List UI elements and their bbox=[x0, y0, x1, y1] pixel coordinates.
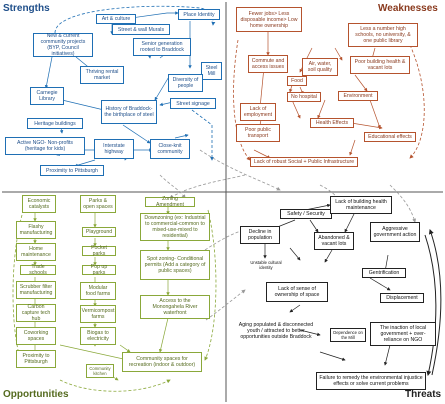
opportunity-spot-zoning: Spot zoning- Conditional permits (Add a … bbox=[140, 250, 210, 280]
opportunity-modular-food: Modular food farms bbox=[80, 282, 116, 300]
opportunity-community-kitchen: Community kitchen bbox=[86, 364, 114, 378]
strength-street-signage: Street signage bbox=[170, 98, 216, 109]
weakness-lack-infrastructure: Lack of robust Social + Public Infrastru… bbox=[250, 157, 358, 167]
opportunity-playground: Playground bbox=[82, 227, 116, 237]
opportunity-biogas: Biogas to electricity bbox=[80, 327, 116, 345]
opportunity-carbon-capture: Carbon capture tech hub bbox=[16, 304, 56, 322]
weakness-no-hospital: No hospital bbox=[287, 92, 321, 102]
strength-street-murals: Street & wall Murals bbox=[112, 24, 170, 35]
opportunity-parks: Parks & open spaces bbox=[80, 195, 116, 213]
strength-carnegie-library: Carnegie Library bbox=[30, 87, 64, 105]
opportunity-home-maintenance: Home maintenance bbox=[16, 243, 56, 261]
opportunity-economic-catalysts: Economic catalysts bbox=[22, 195, 56, 213]
threat-aging-population: Aging populated & disconnected youth / a… bbox=[238, 322, 314, 340]
opportunity-vermicompost: Vermicompost farms bbox=[80, 305, 116, 323]
strengths-title: Strengths bbox=[3, 3, 50, 14]
strength-heritage-buildings: Heritage buildings bbox=[27, 118, 83, 129]
opportunity-coworking: Coworking spaces bbox=[16, 327, 56, 345]
weakness-environment: Environment bbox=[338, 91, 378, 101]
threat-decline-population: Decline in population bbox=[240, 226, 280, 244]
threat-failure-remedy: Failure to remedy the environmental inju… bbox=[316, 372, 426, 390]
opportunities-title: Opportunities bbox=[3, 389, 69, 400]
threat-aggressive-gov: Aggressive government action bbox=[370, 222, 420, 242]
weakness-air-water: Air, water, soil quality bbox=[302, 58, 338, 76]
weakness-food: Food bbox=[287, 76, 307, 86]
strength-art-culture: Art & culture bbox=[96, 14, 136, 24]
threat-lack-ownership: Lack of sense of ownership of space bbox=[266, 282, 328, 302]
opportunity-scrubber: Scrubber filter manufacturing bbox=[16, 281, 56, 299]
weakness-poor-building: Poor building health & vacant lots bbox=[350, 56, 410, 74]
weakness-educational-effects: Educational effects bbox=[364, 132, 416, 142]
strength-community-projects: New & current community projects (BYP, C… bbox=[33, 33, 93, 57]
opportunity-proximity-pittsburgh: Proximity to Pittsburgh bbox=[16, 350, 56, 368]
opportunity-flashy-manufacturing: Flashy manufacturing bbox=[16, 221, 56, 239]
threat-lack-building: Lack of building health maintenance bbox=[330, 196, 392, 214]
weakness-fewer-jobs: Fewer jobs> Less disposable income> Low … bbox=[236, 7, 302, 32]
opportunity-access-waterfront: Access to the Monongahela River waterfro… bbox=[140, 295, 210, 319]
strength-history: History of Braddock- the birthplace of s… bbox=[101, 100, 157, 124]
strength-senior-generation: Senior generation rooted to Braddock bbox=[133, 38, 191, 56]
threat-safety: Safety / Security bbox=[280, 209, 332, 219]
strength-steel-mill: Steel Mill bbox=[201, 62, 222, 80]
strength-proximity-pittsburgh: Proximity to Pittsburgh bbox=[40, 165, 104, 176]
strength-place-identity: Place Identity bbox=[178, 9, 220, 20]
threat-inaction-gov: The inaction of local government + over-… bbox=[370, 322, 436, 346]
threat-dependence-mill: Dependence on the Mill bbox=[330, 328, 366, 342]
opportunity-community-spaces: Community spaces for recreation (indoor … bbox=[122, 352, 202, 372]
weakness-health-effects: Health Effects bbox=[310, 118, 354, 128]
threats-title: Threats bbox=[405, 389, 442, 400]
strength-thriving-rental: Thriving rental market bbox=[80, 66, 124, 84]
opportunity-zoning: Zoning Amendment bbox=[145, 196, 195, 208]
strength-diversity: Diversity of people bbox=[168, 74, 203, 92]
threat-unstable-identity: Unstable cultural identity bbox=[250, 260, 282, 270]
threat-abandoned: Abandoned & vacant lots bbox=[314, 232, 354, 250]
strength-active-ngo: Active NGO- Non-profits (heritage for ki… bbox=[5, 137, 85, 155]
weakness-poor-public-transport: Poor public transport bbox=[236, 124, 280, 142]
threat-displacement: Displacement bbox=[380, 293, 424, 303]
weakness-lack-employment: Lack of employment bbox=[240, 103, 276, 121]
opportunity-popup-parks: Pop up parks bbox=[82, 264, 116, 276]
weakness-commute: Commute and access issues bbox=[248, 55, 288, 73]
opportunity-pocket-parks: Pocket parks bbox=[82, 245, 116, 257]
weakness-less-schools: Less a number high schools, no universit… bbox=[348, 23, 418, 47]
strength-close-knit: Close-knit community bbox=[150, 139, 190, 159]
strength-interstate-highway: Interstate highway bbox=[94, 139, 134, 159]
opportunity-downzoning: Downzoning (ex: Industrial to commercial… bbox=[140, 213, 210, 241]
threat-gentrification: Gentrification bbox=[362, 268, 406, 278]
weaknesses-title: Weaknesses bbox=[378, 3, 438, 14]
opportunity-trade-schools: Trade schools bbox=[20, 264, 56, 276]
